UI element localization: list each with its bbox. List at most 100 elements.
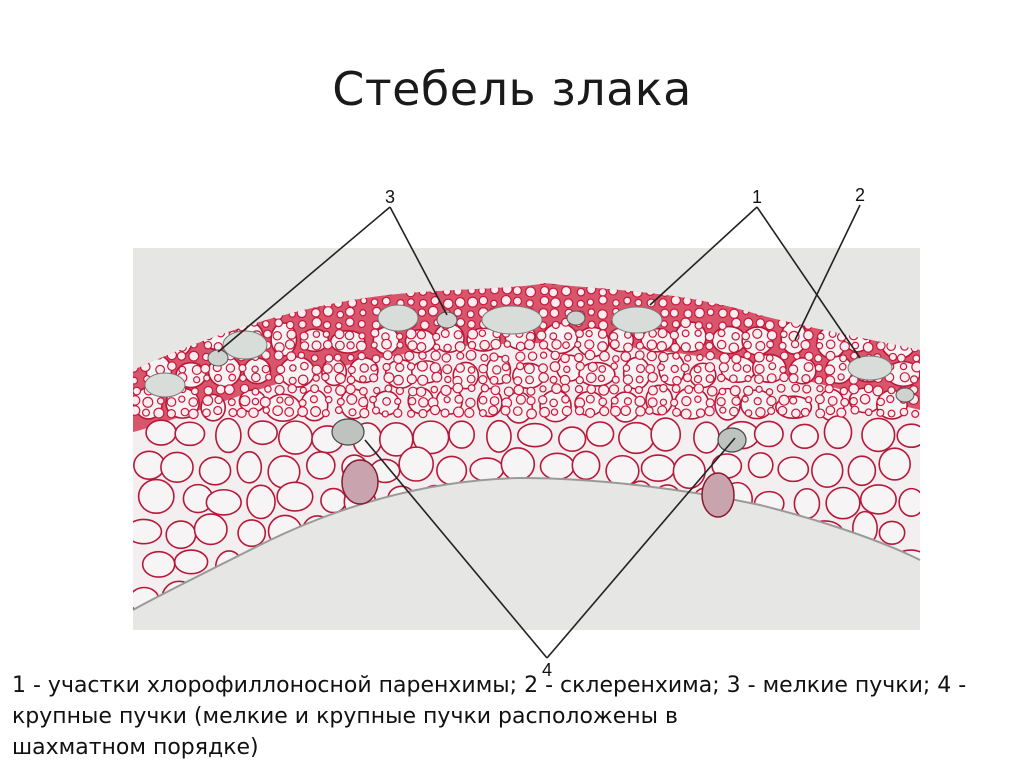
sclerenchyma-cell xyxy=(297,374,309,386)
sclerenchyma-cell xyxy=(416,342,427,352)
sclerenchyma-cell xyxy=(419,320,430,330)
parenchyma-cell xyxy=(276,481,314,512)
callout-number-4: 4 xyxy=(542,660,552,680)
sclerenchyma-cell xyxy=(744,409,753,417)
sclerenchyma-cell xyxy=(815,341,824,350)
sclerenchyma-cell xyxy=(886,394,895,404)
parenchyma-cell xyxy=(516,422,553,448)
sclerenchyma-cell xyxy=(693,374,703,384)
sclerenchyma-cell xyxy=(694,395,702,404)
sclerenchyma-cell xyxy=(355,340,367,352)
sclerenchyma-cell xyxy=(501,354,510,363)
sclerenchyma-cell xyxy=(660,308,670,318)
sclerenchyma-cell xyxy=(213,405,223,416)
sclerenchyma-cell xyxy=(289,364,297,372)
sclerenchyma-cell xyxy=(694,341,704,351)
sclerenchyma-cell xyxy=(418,408,428,419)
sclerenchyma-cell xyxy=(754,374,764,385)
parenchyma-cell xyxy=(246,484,276,520)
sclerenchyma-cell xyxy=(166,397,177,407)
sclerenchyma-cell xyxy=(680,363,690,373)
sclerenchyma-cell xyxy=(731,396,741,406)
sclerenchyma-cell xyxy=(251,372,261,383)
sclerenchyma-cell xyxy=(560,383,570,393)
sclerenchyma-cell xyxy=(536,330,547,341)
sclerenchyma-cell xyxy=(839,341,850,352)
sclerenchyma-cell xyxy=(705,350,715,361)
parenchyma-patch xyxy=(377,304,419,332)
sclerenchyma-cell xyxy=(515,351,526,362)
sclerenchyma-cell xyxy=(359,309,367,317)
sclerenchyma-cell xyxy=(248,407,259,419)
sclerenchyma-cell xyxy=(754,363,765,375)
sclerenchyma-cell xyxy=(911,409,920,418)
large-bundle xyxy=(717,427,747,453)
sclerenchyma-cell xyxy=(336,310,345,319)
sclerenchyma-cell xyxy=(876,397,886,407)
sclerenchyma-cell xyxy=(620,405,632,417)
sclerenchyma-cell xyxy=(704,406,715,417)
sclerenchyma-cell xyxy=(359,375,367,383)
caption-line: крупные пучки (мелкие и крупные пучки ра… xyxy=(12,704,678,729)
sclerenchyma-cell xyxy=(190,387,199,396)
sclerenchyma-cell xyxy=(816,332,825,341)
sclerenchyma-cell xyxy=(778,394,790,406)
sclerenchyma-cell xyxy=(647,385,658,396)
sclerenchyma-cell xyxy=(836,407,847,418)
sclerenchyma-cell xyxy=(776,383,786,393)
sclerenchyma-cell xyxy=(610,405,622,417)
sclerenchyma-cell xyxy=(764,320,775,331)
parenchyma-cell xyxy=(398,446,435,482)
sclerenchyma-cell xyxy=(765,388,774,396)
sclerenchyma-cell xyxy=(297,351,306,360)
sclerenchyma-cell xyxy=(393,408,403,418)
sclerenchyma-cell xyxy=(310,406,322,418)
sclerenchyma-cell xyxy=(777,405,788,416)
sclerenchyma-cell xyxy=(779,351,789,361)
sclerenchyma-cell xyxy=(321,372,330,382)
sclerenchyma-cell xyxy=(706,385,718,397)
sclerenchyma-cell xyxy=(635,363,646,374)
sclerenchyma-cell xyxy=(489,396,500,406)
sclerenchyma-cell xyxy=(825,339,836,350)
sclerenchyma-cell xyxy=(490,299,498,308)
sclerenchyma-cell xyxy=(285,320,295,330)
sclerenchyma-cell xyxy=(346,375,356,385)
parenchyma-cell xyxy=(585,421,615,447)
sclerenchyma-cell xyxy=(680,342,691,353)
sclerenchyma-cell xyxy=(791,383,801,393)
sclerenchyma-cell xyxy=(538,340,549,350)
sclerenchyma-cell xyxy=(549,308,560,318)
sclerenchyma-cell xyxy=(311,308,321,318)
sclerenchyma-cell xyxy=(456,317,466,328)
sclerenchyma-cell xyxy=(276,396,284,404)
sclerenchyma-cell xyxy=(203,374,211,382)
sclerenchyma-cell xyxy=(779,372,789,383)
sclerenchyma-cell xyxy=(800,407,810,417)
sclerenchyma-cell xyxy=(284,407,295,417)
sclerenchyma-cell xyxy=(681,329,690,338)
sclerenchyma-cell xyxy=(225,363,236,373)
sclerenchyma-cell xyxy=(334,406,343,415)
parenchyma-cell xyxy=(133,450,166,480)
sclerenchyma-cell xyxy=(816,384,824,393)
parenchyma-cell xyxy=(861,417,896,453)
sclerenchyma-cell xyxy=(765,354,774,363)
sclerenchyma-cell xyxy=(153,407,165,419)
sclerenchyma-cell xyxy=(274,318,284,328)
sclerenchyma-cell xyxy=(743,317,754,328)
sclerenchyma-cell xyxy=(704,362,716,373)
sclerenchyma-cell xyxy=(261,364,271,374)
sclerenchyma-cell xyxy=(575,376,584,385)
parenchyma-cell xyxy=(898,487,920,517)
sclerenchyma-cell xyxy=(382,396,392,406)
sclerenchyma-cell xyxy=(345,383,356,395)
sclerenchyma-cell xyxy=(393,353,404,364)
sclerenchyma-cell xyxy=(576,287,586,297)
sclerenchyma-cell xyxy=(549,375,558,384)
sclerenchyma-cell xyxy=(848,383,860,395)
sclerenchyma-cell xyxy=(793,352,801,360)
sclerenchyma-cell xyxy=(658,298,668,308)
sclerenchyma-cell xyxy=(694,321,704,330)
sclerenchyma-cell xyxy=(432,343,441,351)
